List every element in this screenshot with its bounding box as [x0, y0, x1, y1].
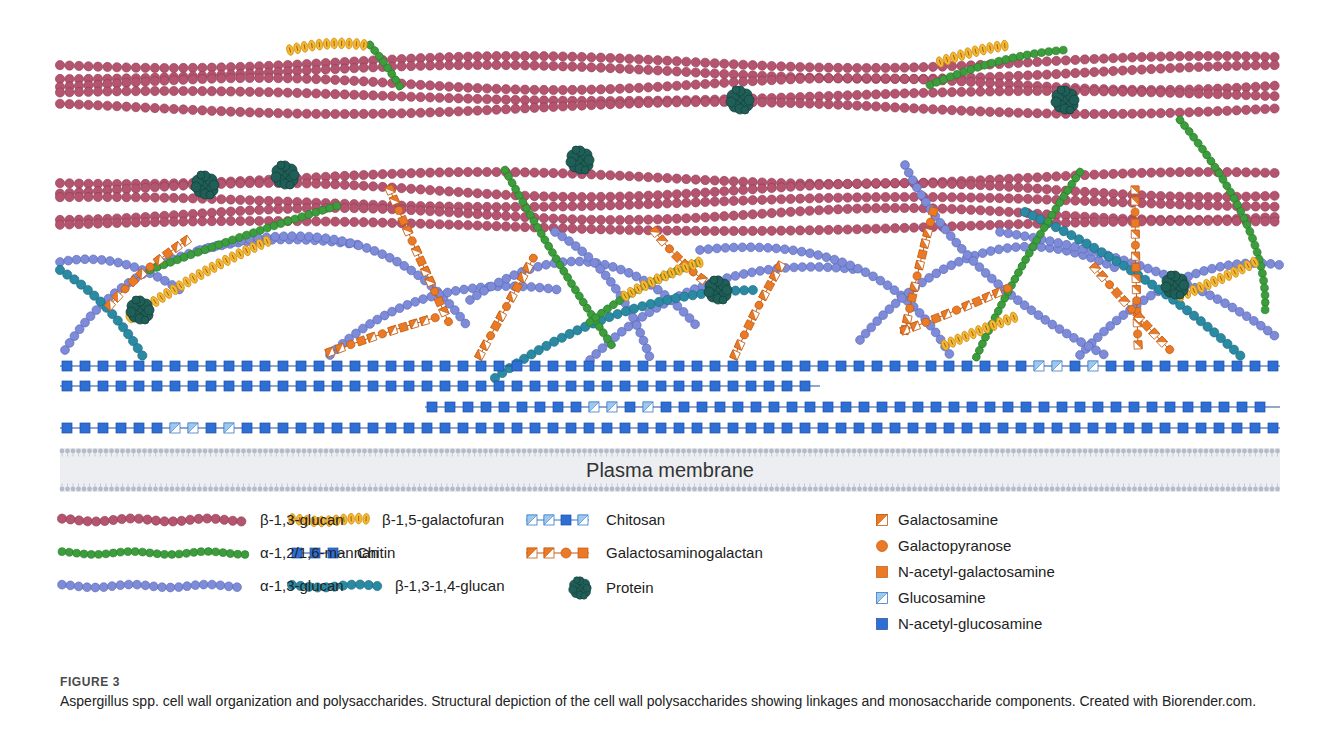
figure-stage: Plasma membraneβ-1,3-glucanα-1,2/1,6-man… [0, 0, 1329, 742]
